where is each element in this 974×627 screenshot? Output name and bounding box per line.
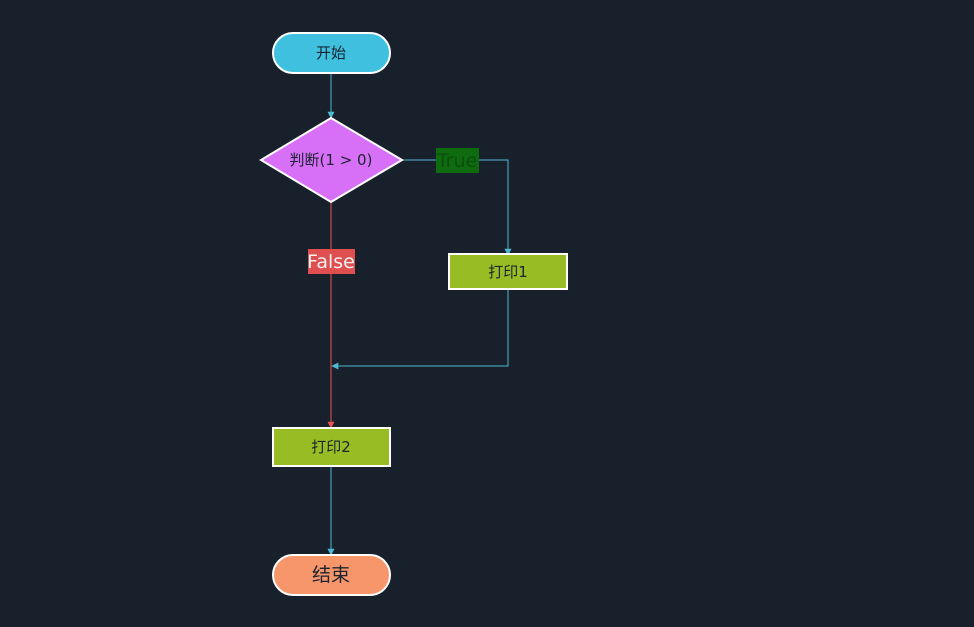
decision-node-label: 判断(1 > 0)	[290, 151, 373, 169]
edge-decision-to-print1	[402, 159, 512, 256]
end-node-label: 结束	[312, 564, 350, 586]
edge-label-true: True	[436, 148, 479, 173]
print2-node-label: 打印2	[311, 438, 351, 456]
print1-node[interactable]: 打印1	[448, 253, 568, 290]
start-node[interactable]: 开始	[272, 32, 391, 74]
edge-print1-to-print2	[331, 290, 509, 370]
svg-text:False: False	[307, 251, 355, 273]
decision-node[interactable]: 判断(1 > 0)	[259, 116, 404, 204]
print2-node[interactable]: 打印2	[272, 427, 391, 467]
edge-label-false: False	[307, 249, 355, 274]
print1-node-label: 打印1	[488, 263, 528, 281]
start-node-label: 开始	[316, 44, 346, 62]
end-node[interactable]: 结束	[272, 554, 391, 596]
svg-text:True: True	[436, 150, 477, 172]
